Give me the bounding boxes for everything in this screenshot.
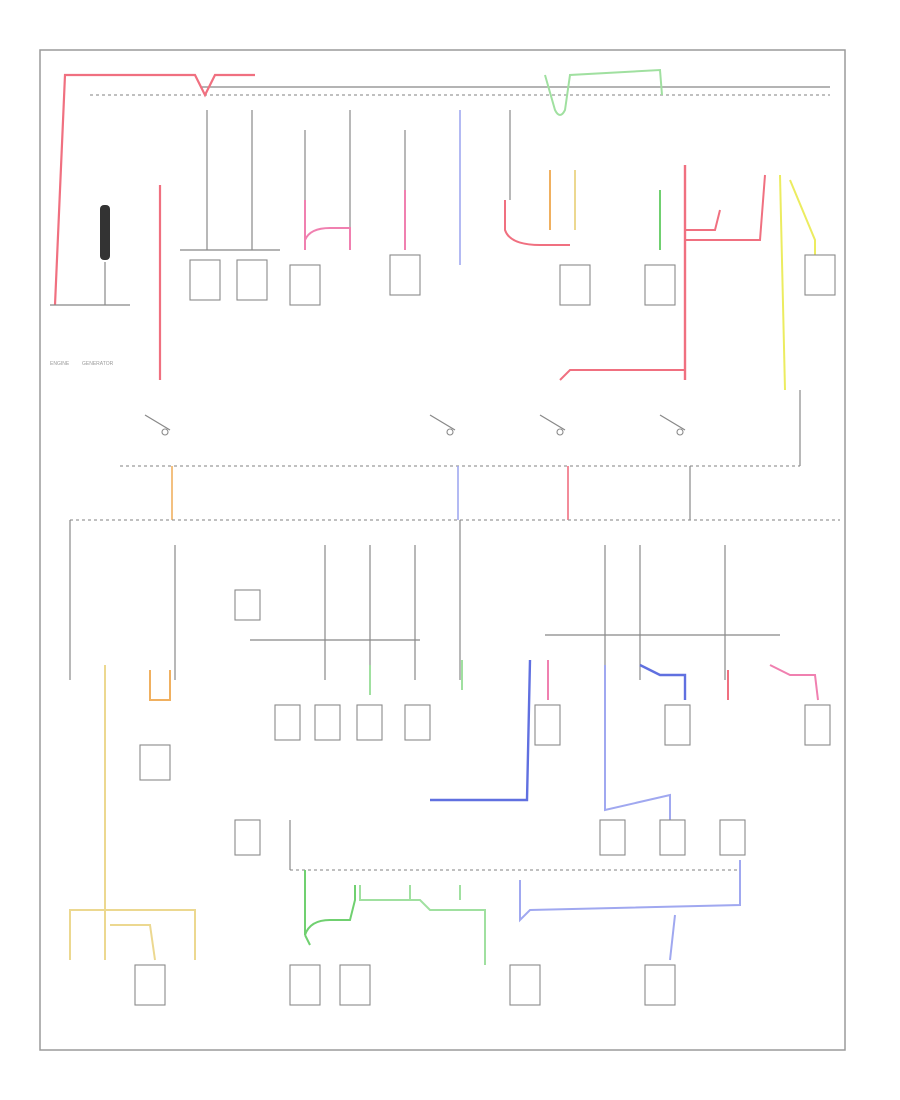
component-box-20 (719, 819, 746, 856)
drop-wires (171, 466, 691, 520)
component-box-25 (644, 964, 676, 1006)
light-blue-wire-bottom (519, 860, 741, 961)
top-section: ENGINE GENERATOR (50, 68, 836, 391)
component-box-10 (274, 704, 301, 741)
component-box-4 (389, 254, 421, 296)
yellow-wire-right (779, 174, 816, 391)
component-box-2 (236, 259, 268, 301)
component-box-19 (659, 819, 686, 856)
component-box-7 (804, 254, 836, 296)
red-wire-bottom-right (559, 369, 685, 381)
component-box-11 (314, 704, 341, 741)
component-box-1 (189, 259, 221, 301)
green-wire-bottom (304, 870, 356, 946)
svg-text:GENERATOR: GENERATOR (82, 361, 114, 367)
blue-wire-center (430, 659, 532, 802)
component-box-22 (289, 964, 321, 1006)
component-box-9 (139, 744, 171, 781)
component-box-6 (644, 264, 676, 306)
component-box-23 (339, 964, 371, 1006)
fusible-link (100, 205, 110, 260)
component-box-16 (804, 704, 831, 746)
light-blue-wire (604, 665, 671, 820)
tan-wire-left (69, 665, 196, 961)
component-box-17 (234, 819, 261, 856)
blue-wire-right (639, 663, 687, 700)
pink-wire-1 (304, 200, 351, 250)
diagram-frame (39, 49, 846, 1051)
component-box-14 (534, 704, 561, 746)
fuse-column-group (206, 110, 511, 265)
component-box-13 (404, 704, 431, 741)
component-box-12 (356, 704, 383, 741)
component-box-5 (559, 264, 591, 306)
component-box-8 (234, 589, 261, 621)
red-wire-center (504, 200, 570, 246)
component-box-21 (134, 964, 166, 1006)
component-box-15 (664, 704, 691, 746)
switch-row (120, 390, 801, 467)
orange-wire-left (149, 670, 171, 701)
svg-text:ENGINE: ENGINE (50, 361, 70, 367)
light-green-wire-bottom (359, 885, 486, 965)
green-wire-top (544, 68, 663, 116)
component-box-24 (509, 964, 541, 1006)
battery-feed-wire (53, 73, 255, 306)
component-box-3 (289, 264, 321, 306)
component-box-18 (599, 819, 626, 856)
lower-section (69, 519, 840, 1006)
